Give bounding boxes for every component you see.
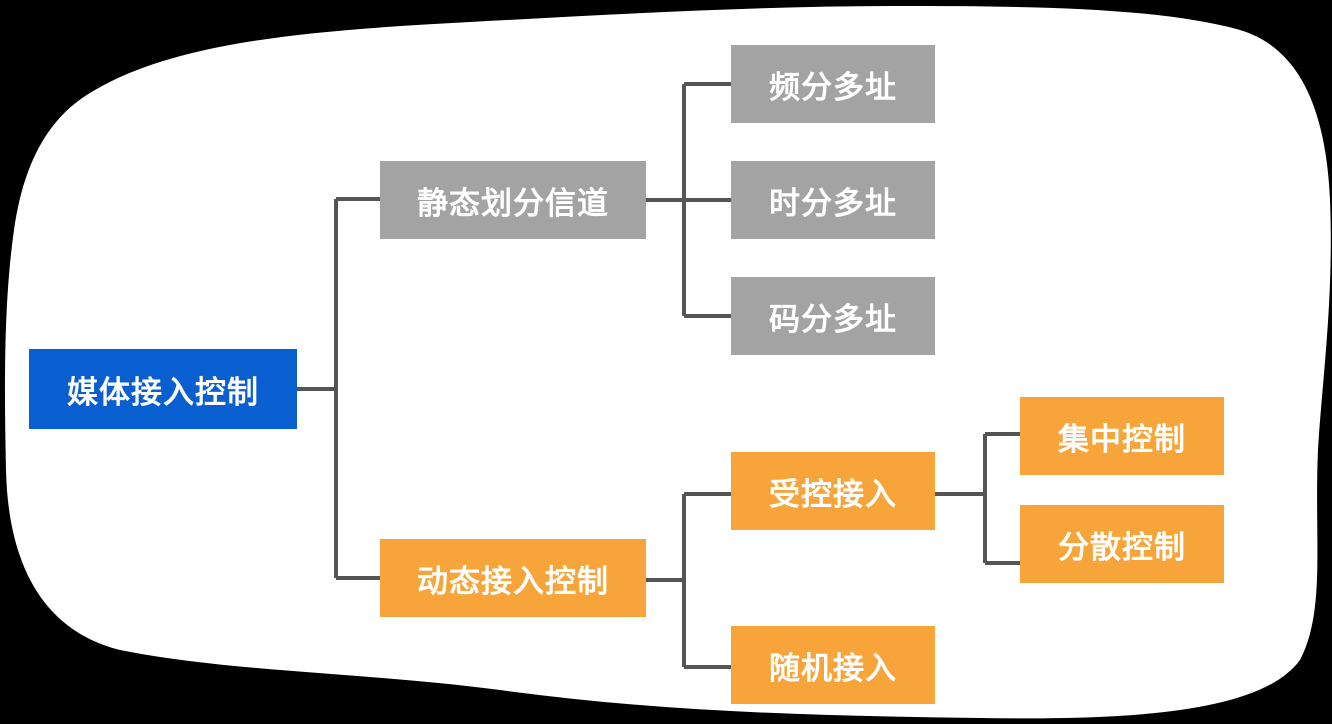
node-distributed-control: 分散控制 bbox=[1020, 505, 1224, 583]
node-random-access: 随机接入 bbox=[731, 626, 935, 704]
node-tdma: 时分多址 bbox=[731, 161, 935, 239]
node-cdma: 码分多址 bbox=[731, 277, 935, 355]
node-centralized-control: 集中控制 bbox=[1020, 397, 1224, 475]
node-controlled-access: 受控接入 bbox=[731, 452, 935, 530]
node-root: 媒体接入控制 bbox=[29, 349, 297, 429]
node-dynamic-access: 动态接入控制 bbox=[380, 539, 646, 617]
node-static-channel: 静态划分信道 bbox=[380, 161, 646, 239]
node-fdma: 频分多址 bbox=[731, 45, 935, 123]
